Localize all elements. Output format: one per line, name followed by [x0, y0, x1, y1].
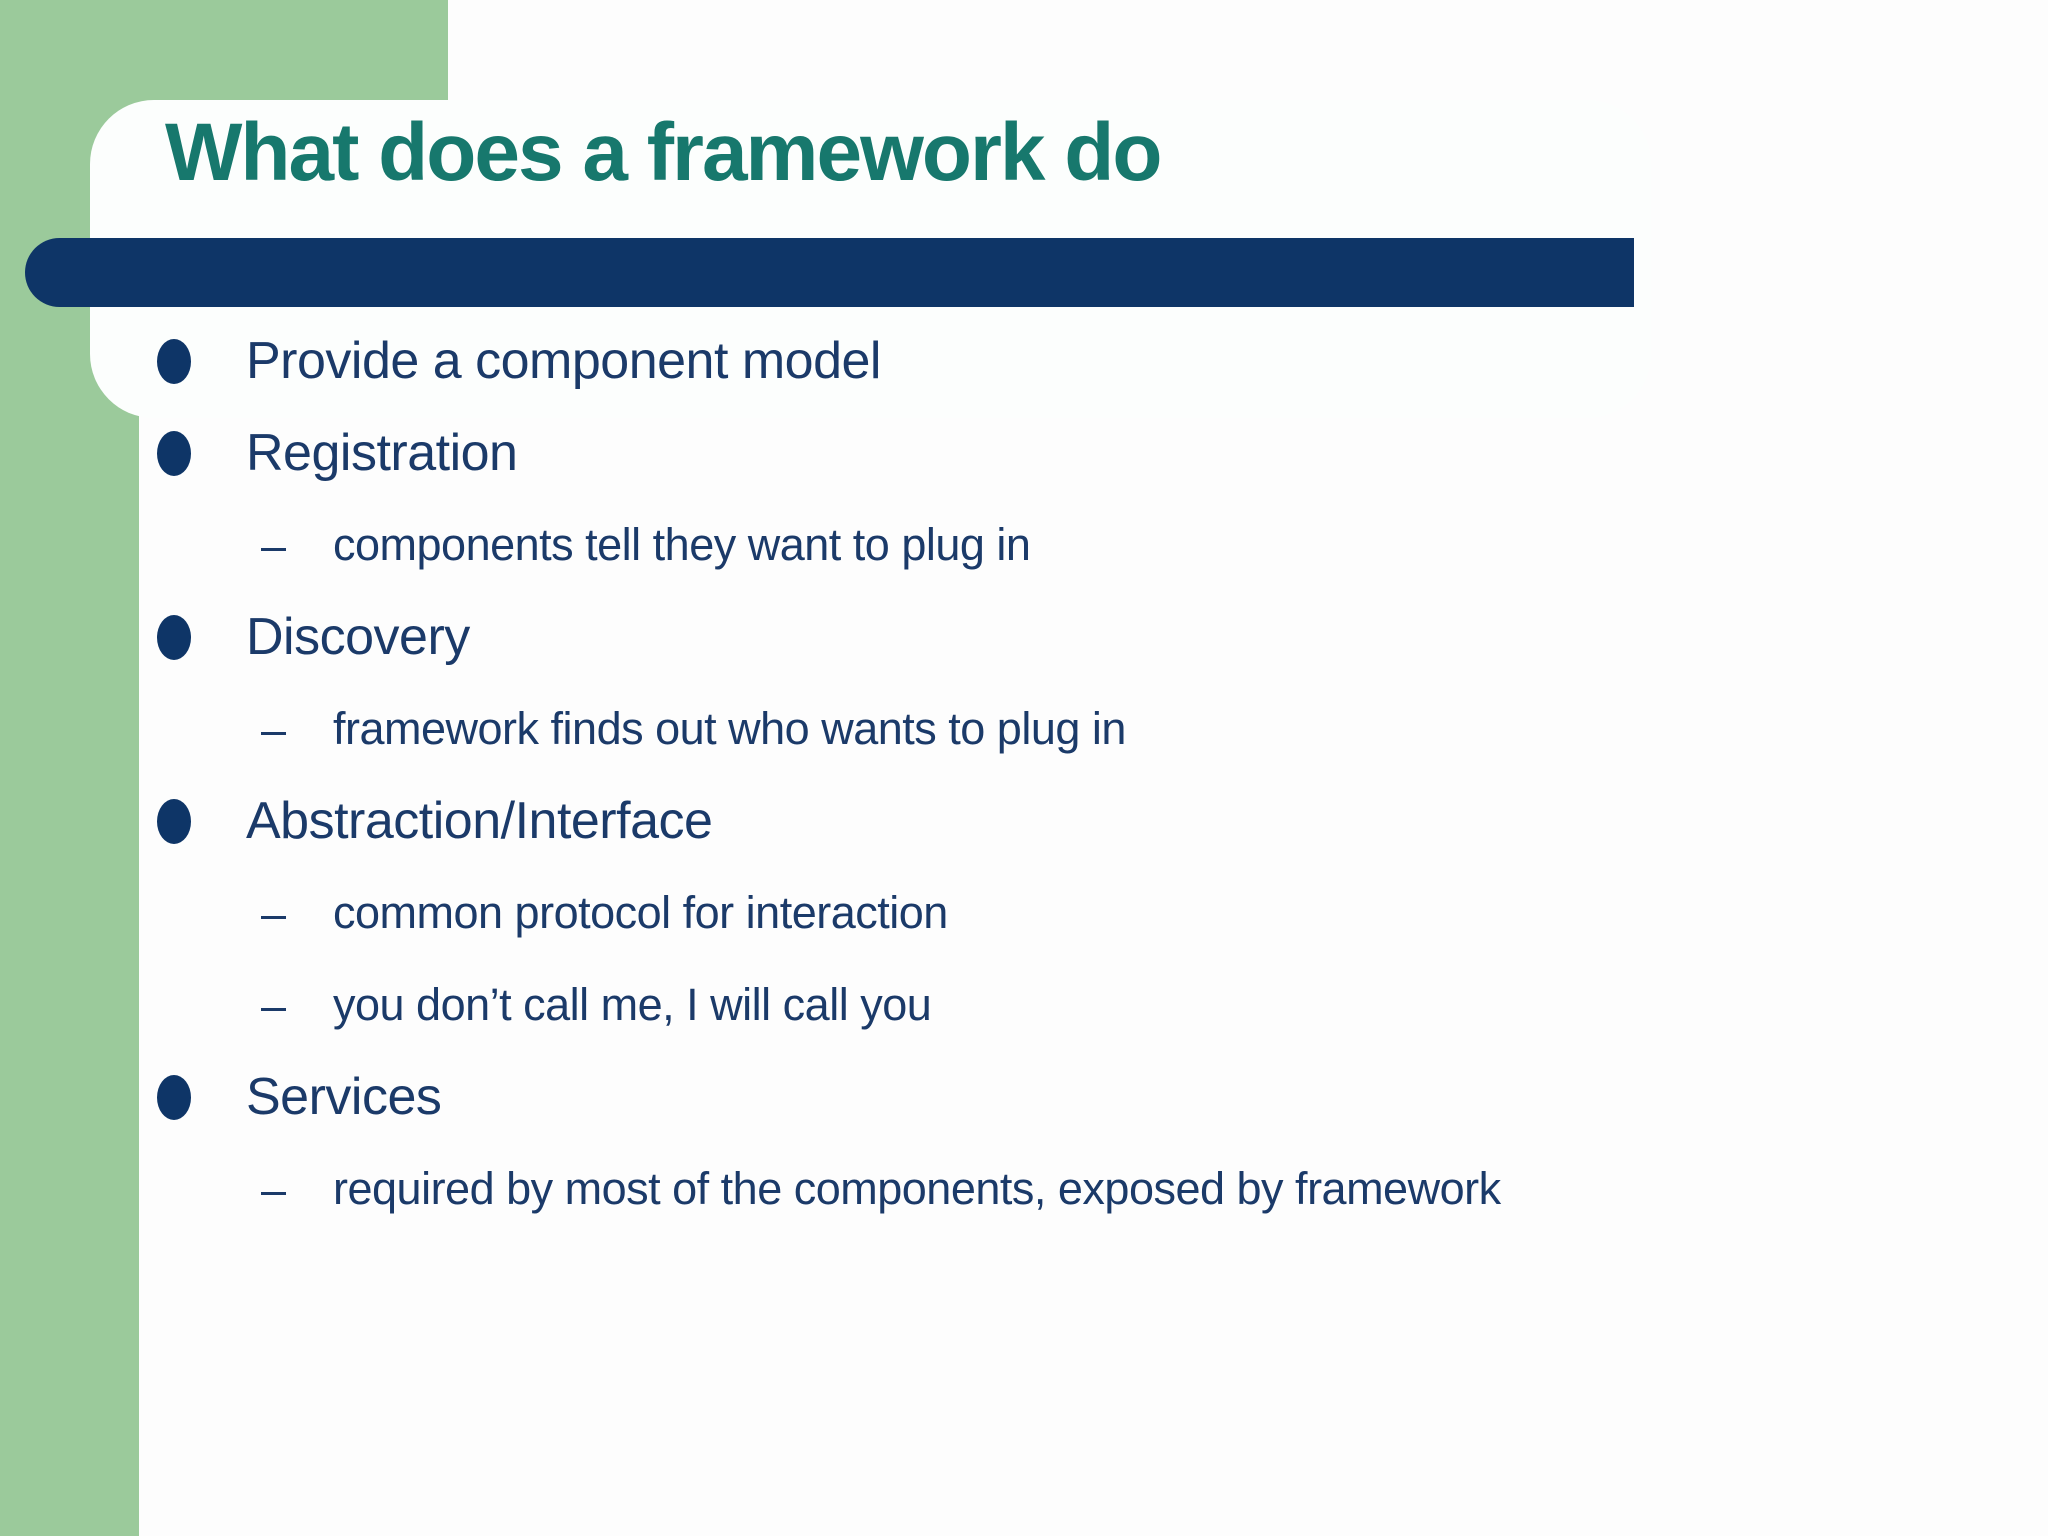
bullet-text: Registration — [246, 424, 518, 482]
bullet-text: Abstraction/Interface — [246, 792, 713, 850]
bullet-item: Discovery — [0, 591, 2048, 683]
bullet-dot-icon — [157, 1074, 191, 1120]
dash-icon: – — [261, 979, 287, 1031]
bullet-dot-icon — [157, 614, 191, 660]
bullet-text: required by most of the components, expo… — [333, 1163, 1501, 1214]
bullet-dot-icon — [157, 798, 191, 844]
bullet-item: –common protocol for interaction — [0, 867, 2048, 959]
dash-icon: – — [261, 887, 287, 939]
bullet-item: –components tell they want to plug in — [0, 499, 2048, 591]
slide-title: What does a framework do — [165, 107, 1162, 198]
bullet-item: –framework finds out who wants to plug i… — [0, 683, 2048, 775]
bullet-text: framework finds out who wants to plug in — [333, 703, 1126, 754]
dash-icon: – — [261, 1163, 287, 1215]
bullet-text: Discovery — [246, 608, 470, 666]
bullet-item: –required by most of the components, exp… — [0, 1143, 2048, 1235]
bullet-item: Services — [0, 1051, 2048, 1143]
bullet-item: –you don’t call me, I will call you — [0, 959, 2048, 1051]
bullet-dot-icon — [157, 338, 191, 384]
bullet-dot-icon — [157, 430, 191, 476]
bullet-item: Abstraction/Interface — [0, 775, 2048, 867]
bullet-text: components tell they want to plug in — [333, 519, 1031, 570]
divider-bar — [25, 238, 1634, 307]
bullet-text: Services — [246, 1068, 442, 1126]
bullet-text: Provide a component model — [246, 332, 882, 390]
bullet-text: you don’t call me, I will call you — [333, 979, 932, 1030]
dash-icon: – — [261, 519, 287, 571]
bullet-item: Registration — [0, 407, 2048, 499]
dash-icon: – — [261, 703, 287, 755]
bullet-item: Provide a component model — [0, 315, 2048, 407]
bullet-text: common protocol for interaction — [333, 887, 948, 938]
